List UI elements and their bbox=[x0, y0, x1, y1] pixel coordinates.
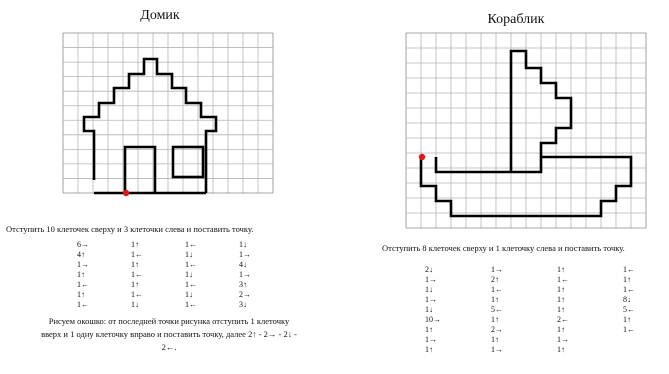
boat-command-cell: 1↑ bbox=[491, 335, 557, 345]
house-instruction: Отступить 10 клеточек сверху и 3 клеточк… bbox=[6, 224, 253, 234]
house-command-cell: 1← bbox=[131, 270, 185, 280]
boat-command-cell: 1← bbox=[623, 285, 669, 295]
boat-command-row: 1→2↑1←1↑ bbox=[425, 275, 669, 285]
house-window-note: Рисуем окошко: от последней точки рисунк… bbox=[2, 315, 336, 354]
boat-command-cell: 1← bbox=[557, 275, 623, 285]
house-command-cell: 1↓ bbox=[185, 250, 239, 260]
boat-command-cell: 1→ bbox=[491, 345, 557, 355]
house-command-table: 6→1↑1←1↓4↑1←1↓1→1→1↑1←4↓1↑1←1↓1→1←1↑1←3↑… bbox=[77, 240, 293, 310]
house-note-line-2: вверх и 1 одну клеточку вправо и постави… bbox=[2, 328, 336, 341]
house-command-cell: 3↑ bbox=[239, 280, 293, 290]
house-command-cell: 1↓ bbox=[239, 240, 293, 250]
house-start-dot bbox=[123, 190, 129, 196]
house-command-cell: 1↑ bbox=[77, 290, 131, 300]
boat-command-row: 1→1↑1↑8↓ bbox=[425, 295, 669, 305]
boat-command-cell: 1↑ bbox=[557, 265, 623, 275]
boat-command-cell: 2↑ bbox=[491, 275, 557, 285]
house-command-row: 4↑1←1↓1→ bbox=[77, 250, 293, 260]
house-command-row: 6→1↑1←1↓ bbox=[77, 240, 293, 250]
boat-command-cell: 1↑ bbox=[491, 295, 557, 305]
boat-command-cell: 1↑ bbox=[557, 305, 623, 315]
boat-command-cell: 2→ bbox=[491, 325, 557, 335]
boat-command-cell: 1↑ bbox=[623, 275, 669, 285]
house-command-cell: 1→ bbox=[77, 260, 131, 270]
boat-command-cell: 8↓ bbox=[623, 295, 669, 305]
boat-command-row: 2↓1→1↑1← bbox=[425, 265, 669, 275]
house-command-cell: 1↑ bbox=[131, 280, 185, 290]
house-title: Домик bbox=[60, 8, 260, 24]
boat-instruction: Отступить 8 клеточек сверху и 1 клеточку… bbox=[382, 243, 625, 253]
boat-start-dot bbox=[419, 154, 425, 160]
boat-command-cell: 1↑ bbox=[425, 345, 491, 355]
boat-command-cell: 5← bbox=[623, 305, 669, 315]
boat-command-cell: 10→ bbox=[425, 315, 491, 325]
house-command-cell: 1← bbox=[77, 280, 131, 290]
boat-command-cell: 1↑ bbox=[557, 345, 623, 355]
boat-command-row: 1↑2→1↑1← bbox=[425, 325, 669, 335]
house-command-cell: 1↓ bbox=[185, 290, 239, 300]
boat-command-row: 10→1↑2←1↑ bbox=[425, 315, 669, 325]
boat-command-cell: 2↓ bbox=[425, 265, 491, 275]
house-grid bbox=[63, 33, 283, 193]
boat-command-cell: 1→ bbox=[425, 335, 491, 345]
house-command-row: 1↑1←1↓2→ bbox=[77, 290, 293, 300]
boat-command-cell: 1← bbox=[623, 325, 669, 335]
house-command-row: 1↑1←1↓1→ bbox=[77, 270, 293, 280]
boat-command-cell: 1↑ bbox=[425, 325, 491, 335]
house-command-cell: 4↑ bbox=[77, 250, 131, 260]
house-command-cell: 1← bbox=[185, 240, 239, 250]
house-command-cell: 1← bbox=[185, 280, 239, 290]
boat-grid bbox=[406, 33, 646, 233]
house-command-cell: 1← bbox=[185, 260, 239, 270]
house-outline bbox=[84, 59, 216, 193]
house-command-cell: 1→ bbox=[239, 250, 293, 260]
boat-command-cell: 1→ bbox=[557, 335, 623, 345]
boat-command-cell: 1← bbox=[623, 265, 669, 275]
boat-command-cell: 1↑ bbox=[557, 325, 623, 335]
house-command-cell: 1↑ bbox=[77, 270, 131, 280]
boat-command-cell: 1→ bbox=[425, 295, 491, 305]
house-command-cell: 1← bbox=[131, 290, 185, 300]
boat-command-cell: 2← bbox=[557, 315, 623, 325]
boat-command-table: 2↓1→1↑1←1→2↑1←1↑1↓1←1↑1←1→1↑1↑8↓1↓5←1↑5←… bbox=[425, 265, 669, 355]
boat-command-cell: 1← bbox=[491, 285, 557, 295]
boat-command-cell: 1→ bbox=[425, 275, 491, 285]
house-base bbox=[125, 147, 155, 193]
boat-command-cell bbox=[623, 345, 669, 355]
boat-command-cell: 5← bbox=[491, 305, 557, 315]
house-command-cell: 2→ bbox=[239, 290, 293, 300]
house-note-line-1: Рисуем окошко: от последней точки рисунк… bbox=[2, 315, 336, 328]
house-command-cell: 1↑ bbox=[131, 240, 185, 250]
boat-command-cell: 1↑ bbox=[623, 315, 669, 325]
boat-command-cell bbox=[623, 335, 669, 345]
boat-command-row: 1↓1←1↑1← bbox=[425, 285, 669, 295]
boat-command-cell: 1↑ bbox=[557, 295, 623, 305]
house-window bbox=[173, 147, 203, 177]
boat-command-row: 1→1↑1→ bbox=[425, 335, 669, 345]
house-command-cell: 3↓ bbox=[239, 300, 293, 310]
house-command-cell: 1↓ bbox=[131, 300, 185, 310]
boat-command-cell: 1↑ bbox=[557, 285, 623, 295]
house-command-row: 1→1↑1←4↓ bbox=[77, 260, 293, 270]
boat-title: Кораблик bbox=[436, 12, 596, 28]
boat-command-row: 1↑1→1↑ bbox=[425, 345, 669, 355]
boat-command-row: 1↓5←1↑5← bbox=[425, 305, 669, 315]
boat-command-cell: 1↓ bbox=[425, 285, 491, 295]
house-command-cell: 1← bbox=[185, 300, 239, 310]
house-command-row: 1←1↓1←3↓ bbox=[77, 300, 293, 310]
house-command-cell: 1↓ bbox=[185, 270, 239, 280]
house-command-cell: 1↑ bbox=[131, 260, 185, 270]
boat-command-cell: 1→ bbox=[491, 265, 557, 275]
house-command-cell: 1→ bbox=[239, 270, 293, 280]
house-command-cell: 4↓ bbox=[239, 260, 293, 270]
boat-command-cell: 1↓ bbox=[425, 305, 491, 315]
house-command-cell: 6→ bbox=[77, 240, 131, 250]
boat-command-cell: 1↑ bbox=[491, 315, 557, 325]
house-command-cell: 1← bbox=[77, 300, 131, 310]
house-command-row: 1←1↑1←3↑ bbox=[77, 280, 293, 290]
house-note-line-3: 2←. bbox=[2, 341, 336, 354]
house-command-cell: 1← bbox=[131, 250, 185, 260]
